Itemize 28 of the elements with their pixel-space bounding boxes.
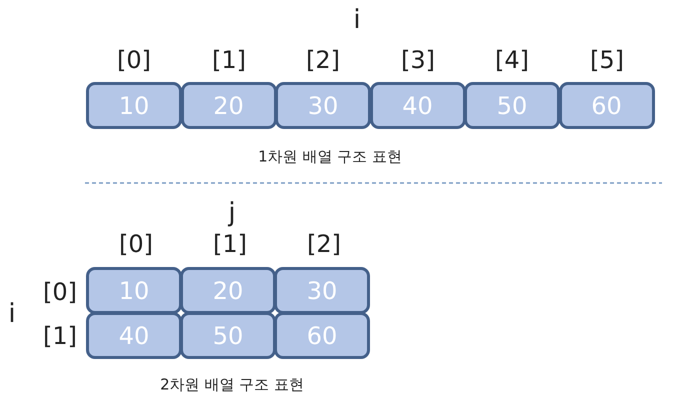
axis-label: i bbox=[8, 299, 16, 329]
caption: 2차원 배열 구조 표현 bbox=[160, 376, 304, 394]
caption: 1차원 배열 구조 표현 bbox=[258, 148, 402, 166]
array-cell: 30 bbox=[274, 267, 370, 314]
index-label: [0] bbox=[43, 278, 77, 306]
index-label: [2] bbox=[306, 46, 340, 74]
index-label: [1] bbox=[213, 230, 247, 258]
index-label: [0] bbox=[119, 230, 153, 258]
array-cell: 40 bbox=[86, 312, 182, 359]
index-label: [5] bbox=[590, 46, 624, 74]
index-label: [3] bbox=[401, 46, 435, 74]
index-label: [0] bbox=[117, 46, 151, 74]
array-cell: 10 bbox=[86, 82, 182, 129]
array-cell: 60 bbox=[274, 312, 370, 359]
array-cell: 10 bbox=[86, 267, 182, 314]
axis-label: j bbox=[228, 198, 236, 228]
array-cell: 50 bbox=[180, 312, 276, 359]
array-cell: 30 bbox=[275, 82, 371, 129]
array-cell: 60 bbox=[558, 82, 654, 129]
array-cell: 50 bbox=[464, 82, 560, 129]
axis-label: i bbox=[353, 5, 361, 35]
array-cell: 40 bbox=[370, 82, 466, 129]
array-cell: 20 bbox=[180, 82, 276, 129]
index-label: [1] bbox=[212, 46, 246, 74]
index-label: [4] bbox=[495, 46, 529, 74]
index-label: [2] bbox=[307, 230, 341, 258]
index-label: [1] bbox=[43, 322, 77, 350]
array-cell: 20 bbox=[180, 267, 276, 314]
